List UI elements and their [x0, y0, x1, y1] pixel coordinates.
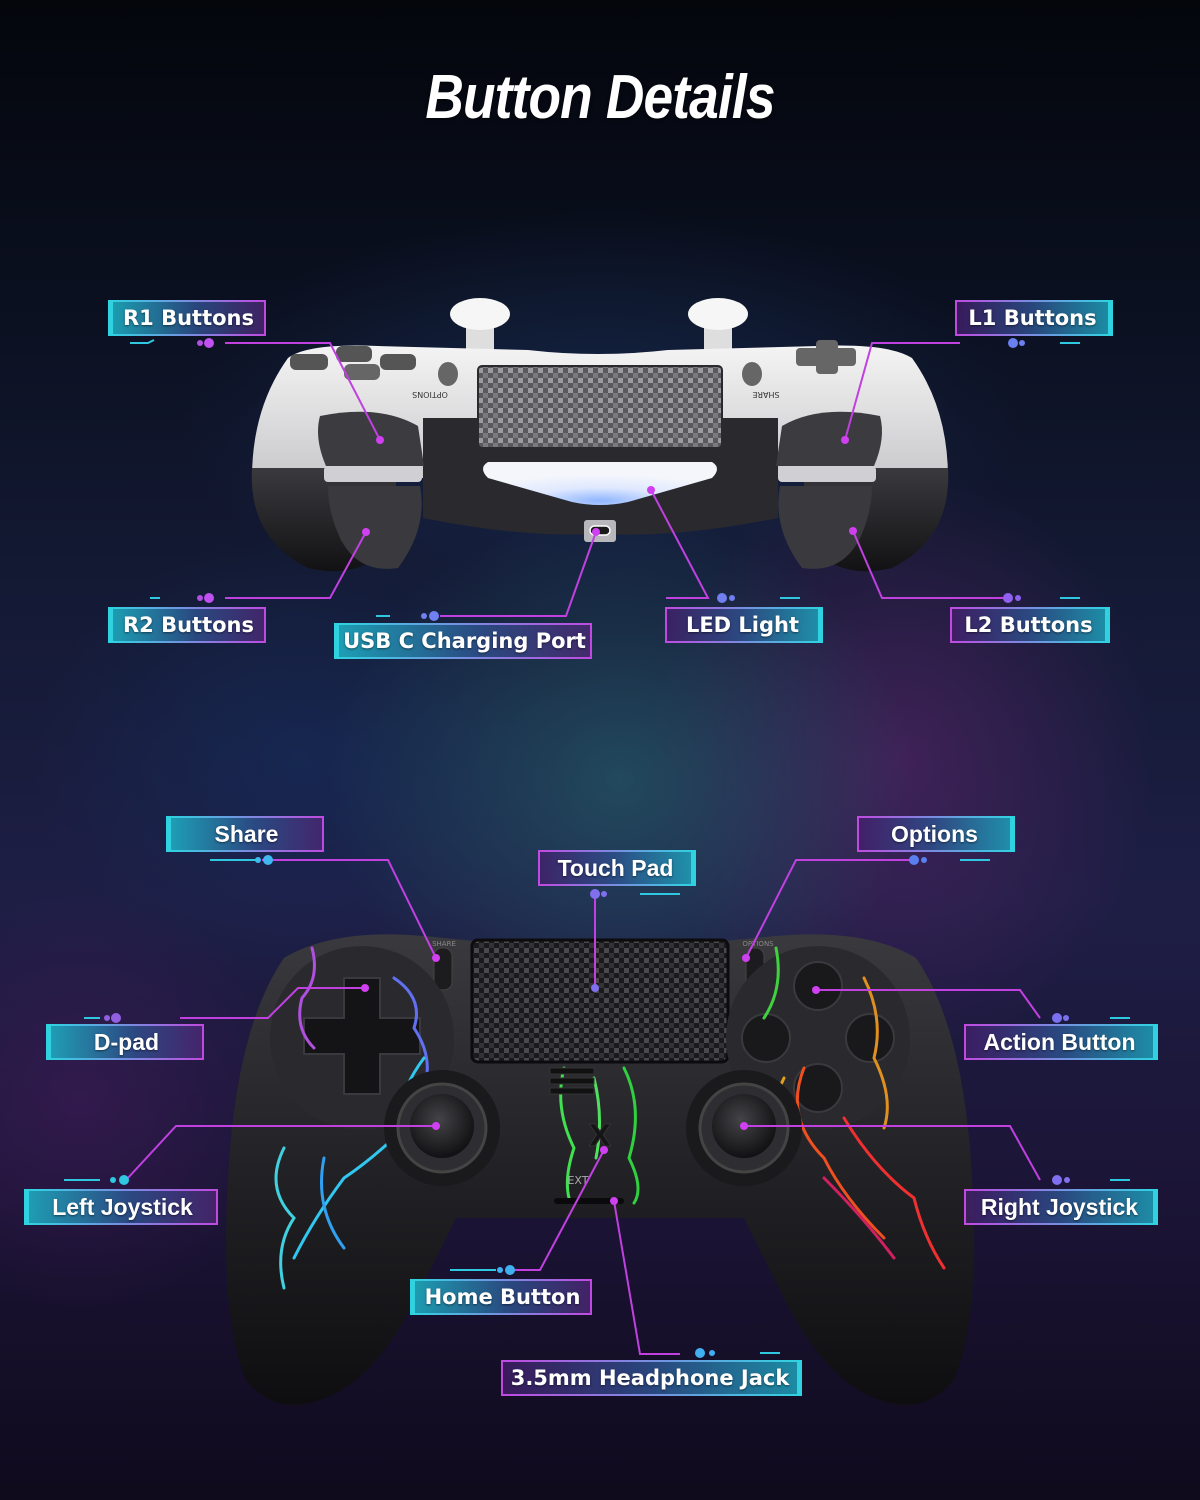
- options-printed-label: OPTIONS: [412, 390, 448, 399]
- callout-label: L1 Buttons: [968, 306, 1097, 330]
- callout-r1-buttons: R1 Buttons: [108, 300, 266, 336]
- callout-label: Home Button: [424, 1285, 581, 1309]
- callout-l1-buttons: L1 Buttons: [955, 300, 1113, 336]
- share-printed-label: SHARE: [432, 940, 456, 948]
- callout-label: USB C Charging Port: [343, 629, 586, 653]
- callout-label: Touch Pad: [557, 854, 674, 881]
- callout-label: 3.5mm Headphone Jack: [510, 1366, 790, 1390]
- svg-text:X: X: [588, 1119, 611, 1154]
- page-title: Button Details: [425, 63, 775, 132]
- callout-label: D-pad: [93, 1028, 160, 1055]
- callout-l2-buttons: L2 Buttons: [950, 607, 1110, 643]
- controller-back-view: OPTIONS SHARE: [251, 298, 949, 572]
- options-printed-label: OPTIONS: [742, 940, 774, 948]
- callout-label: Share: [214, 820, 279, 847]
- callout-label: R2 Buttons: [123, 613, 255, 637]
- callout-headphone-jack: 3.5mm Headphone Jack: [501, 1360, 802, 1396]
- callout-usb-c-charging-port: USB C Charging Port: [334, 623, 592, 659]
- callout-options: Options: [857, 816, 1015, 852]
- callout-label: Right Joystick: [980, 1193, 1139, 1220]
- callout-touch-pad: Touch Pad: [538, 850, 696, 886]
- callout-left-joystick: Left Joystick: [24, 1189, 218, 1225]
- callout-label: Action Button: [983, 1028, 1136, 1055]
- ext-printed-label: EXT: [567, 1174, 588, 1187]
- callout-label: R1 Buttons: [123, 306, 255, 330]
- callout-right-joystick: Right Joystick: [964, 1189, 1158, 1225]
- callout-d-pad: D-pad: [46, 1024, 204, 1060]
- callout-home-button: Home Button: [410, 1279, 592, 1315]
- callout-label: LED Light: [685, 613, 800, 637]
- callout-action-button: Action Button: [964, 1024, 1158, 1060]
- share-printed-label: SHARE: [752, 390, 779, 399]
- callout-label: Left Joystick: [52, 1193, 193, 1220]
- callout-share: Share: [166, 816, 324, 852]
- callout-led-light: LED Light: [665, 607, 823, 643]
- callout-label: Options: [891, 820, 978, 847]
- callout-label: L2 Buttons: [964, 613, 1093, 637]
- callout-r2-buttons: R2 Buttons: [108, 607, 266, 643]
